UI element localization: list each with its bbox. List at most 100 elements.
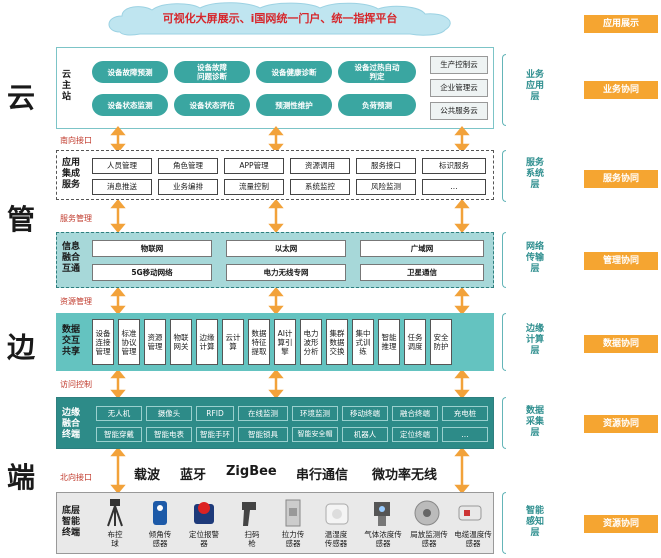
collect-item: 智能手环 (196, 427, 234, 442)
collect-item: 充电桩 (442, 406, 488, 421)
access-ctrl-label: 访问控制 (60, 380, 92, 389)
layer-bracket (502, 232, 506, 288)
edge-item: 标准 协议 管理 (118, 319, 140, 365)
app-pill: 设备故障预测 (92, 61, 168, 83)
south-interface-label: 南向接口 (60, 136, 92, 145)
layer-bracket (502, 54, 506, 126)
right-layer-label: 业务 应用 层 (525, 70, 544, 102)
device-label: 局放监测传 感器 (410, 530, 448, 548)
collab-badge: 业务协同 (584, 81, 658, 99)
service-mgmt-label: 服务管理 (60, 214, 92, 223)
edge-layer-title: 数据 交互 共享 (62, 325, 81, 357)
service-layer-title: 应用 集成 服务 (62, 158, 81, 190)
banner-title: 可视化大屏展示、i国网统一门户、统一指挥平台 (162, 12, 398, 25)
collab-badge: 资源协同 (584, 415, 658, 433)
right-layer-label: 边缘 计算 层 (525, 324, 544, 356)
service-item: 服务接口 (356, 158, 416, 174)
service-item: 业务编排 (158, 179, 218, 195)
cloud-type: 生产控制云 (430, 56, 488, 74)
service-item: 标识服务 (422, 158, 486, 174)
collect-item: 智能穿戴 (96, 427, 142, 442)
collect-item: 摄像头 (146, 406, 192, 421)
right-layer-label: 网络 传输 层 (525, 242, 544, 274)
edge-item: 安全 防护 (430, 319, 452, 365)
network-item: 5G移动网络 (92, 264, 212, 281)
collab-badge: 数据协同 (584, 335, 658, 353)
layer-bracket (502, 397, 506, 449)
service-item: 风险监测 (356, 179, 416, 195)
edge-item: 云计 算 (222, 319, 244, 365)
service-item: ... (422, 179, 486, 195)
device-label: 扫码 枪 (244, 530, 260, 548)
network-item: 卫星通信 (360, 264, 484, 281)
app-pill: 预测性维护 (256, 94, 332, 116)
device-label: 倾角传 感器 (148, 530, 172, 548)
collab-badge: 管理协同 (584, 252, 658, 270)
collect-item: RFID (196, 406, 234, 421)
app-pill: 负荷预测 (338, 94, 416, 116)
left-char-end: 端 (6, 461, 35, 494)
collab-badge: 资源协同 (584, 515, 658, 533)
layer-bracket (502, 492, 506, 554)
temp-humidity-sensor-icon (325, 503, 349, 525)
scanner-gun-icon (242, 502, 256, 526)
device-label: 温湿度 传感器 (324, 530, 348, 548)
gas-sensor-icon (374, 502, 390, 526)
service-item: 角色管理 (158, 158, 218, 174)
service-item: 系统监控 (290, 179, 350, 195)
layer-bracket (502, 150, 506, 202)
layer-bracket (502, 313, 506, 371)
left-char-edge: 边 (6, 331, 35, 364)
edge-item: 集中 式训 练 (352, 319, 374, 365)
device-label: 气体浓度传 感器 (364, 530, 402, 548)
collect-item: 融合终端 (392, 406, 438, 421)
collect-item: 智能锁具 (238, 427, 288, 442)
edge-item: AI计 算引 擎 (274, 319, 296, 365)
service-item: 人员管理 (92, 158, 152, 174)
device-icons (107, 499, 482, 527)
edge-item: 物联 网关 (170, 319, 192, 365)
collab-badge: 服务协同 (584, 170, 658, 188)
cloud-layer-title: 云 主 站 (62, 70, 72, 102)
app-pill: 设备状态评估 (174, 94, 250, 116)
device-label: 定位报警 器 (189, 530, 219, 548)
collect-item: 智能电表 (146, 427, 192, 442)
right-layer-label: 服务 系统 层 (525, 158, 544, 190)
cloud-type: 企业管理云 (430, 79, 488, 97)
right-layer-label: 智能 感知 层 (525, 506, 544, 538)
collect-item: 智能安全帽 (292, 427, 338, 442)
device-label: 布控 球 (107, 530, 123, 548)
collect-item: 无人机 (96, 406, 142, 421)
service-item: 消息推送 (92, 179, 152, 195)
network-item: 以太网 (226, 240, 346, 257)
network-item: 广域网 (360, 240, 484, 257)
collect-item: 环境监测 (292, 406, 338, 421)
service-item: APP管理 (224, 158, 284, 174)
collect-item: 机器人 (342, 427, 388, 442)
app-pill: 设备故障 问题诊断 (174, 61, 250, 83)
sense-layer-title: 底层 智能 终端 (62, 506, 81, 538)
app-pill: 设备状态监测 (92, 94, 168, 116)
left-char-pipe: 管 (6, 203, 35, 236)
collect-item: 在线监测 (238, 406, 288, 421)
app-pill: 设备过热自动 判定 (338, 61, 416, 83)
edge-item: 资源 管理 (144, 319, 166, 365)
collect-item: 定位终端 (392, 427, 438, 442)
edge-item: 智能 推理 (378, 319, 400, 365)
partial-discharge-sensor-icon (414, 500, 440, 526)
protocol-label: 微功率无线 (372, 468, 438, 483)
network-layer-title: 信息 融合 互通 (62, 242, 81, 274)
edge-item: 边缘 计算 (196, 319, 218, 365)
protocol-label: 载波 (134, 468, 161, 483)
cloud-type: 公共服务云 (430, 102, 488, 120)
protocol-label: ZigBee (226, 464, 277, 479)
collect-item: 移动终端 (342, 406, 388, 421)
tension-sensor-icon (285, 499, 301, 527)
protocol-label: 蓝牙 (180, 468, 207, 483)
edge-item: 设备 连接 管理 (92, 319, 114, 365)
resource-mgmt-label: 资源管理 (60, 297, 92, 306)
cloud-banner-shape (108, 2, 451, 36)
edge-item: 电力 波形 分析 (300, 319, 322, 365)
left-char-cloud: 云 (6, 81, 35, 114)
